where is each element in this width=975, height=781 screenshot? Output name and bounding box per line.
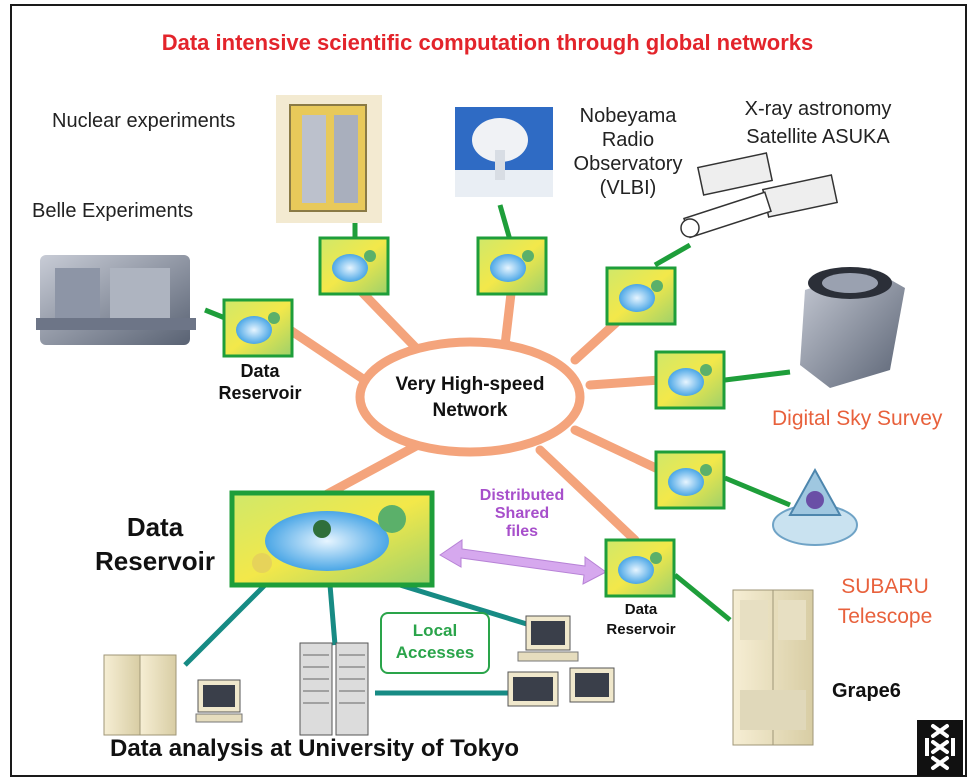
university-logo <box>917 720 963 776</box>
spoke-reservoir-right <box>535 445 640 545</box>
belle-image <box>36 255 196 345</box>
label-distributed: Distributed Shared files <box>479 487 565 540</box>
spoke-subaru <box>570 425 665 475</box>
link-grape <box>673 573 732 622</box>
label-xray: X-ray astronomy Satellite ASUKA <box>744 98 892 148</box>
thumb-nuclear <box>318 236 390 296</box>
label-nobeyama: Nobeyama Radio Observatory (VLBI) <box>573 105 683 199</box>
label-digital-sky: Digital Sky Survey <box>772 407 943 430</box>
nuclear-image <box>276 95 382 223</box>
label-local-accesses: Local Accesses <box>395 621 475 662</box>
thumb-reservoir-right <box>604 538 676 598</box>
label-reservoir-big: Data Reservoir <box>95 512 215 576</box>
reservoir-thumbs <box>222 236 726 598</box>
label-nuclear: Nuclear experiments <box>52 110 236 132</box>
link-xray <box>653 242 692 268</box>
label-reservoir-right: Data Reservoir <box>606 601 676 638</box>
servers-image <box>103 654 243 736</box>
link-subaru <box>724 475 791 508</box>
thumb-belle <box>222 298 294 358</box>
label-reservoir-small: Data Reservoir <box>218 361 302 403</box>
label-subaru: SUBARU Telescope <box>837 575 933 628</box>
local-links <box>183 582 531 696</box>
link-nobeyama <box>497 204 513 241</box>
nobeyama-image <box>455 107 553 197</box>
distributed-arrow <box>439 539 607 585</box>
local-link-pc <box>399 582 531 628</box>
spoke-reservoir-big <box>315 440 423 503</box>
local-accesses-box <box>380 612 490 674</box>
thumb-subaru <box>654 450 726 510</box>
spoke-belle <box>285 325 377 390</box>
thumb-reservoir-big <box>229 490 435 588</box>
link-belle <box>204 307 226 321</box>
slide-frame <box>10 4 967 777</box>
thumb-sky <box>654 350 726 410</box>
grape6-image <box>732 589 814 746</box>
network-label: Very High-speed Network <box>395 374 545 421</box>
xray-satellite-image <box>680 152 839 239</box>
pcs-image <box>507 615 615 707</box>
spoke-nuclear <box>350 280 423 355</box>
digital-sky-image <box>800 267 905 388</box>
label-bottom: Data analysis at University of Tokyo <box>110 735 520 762</box>
link-sky <box>724 369 791 383</box>
spoke-sky <box>585 375 665 390</box>
racks-image <box>299 642 369 736</box>
network-ellipse <box>355 337 585 457</box>
thumb-xray <box>605 266 677 326</box>
slide-title: Data intensive scientific computation th… <box>161 30 814 55</box>
label-grape6: Grape6 <box>832 680 901 702</box>
subaru-image <box>772 467 858 546</box>
local-link-racks <box>327 584 338 646</box>
local-link-servers <box>183 583 267 667</box>
thumb-nobeyama <box>476 236 548 296</box>
label-belle: Belle Experiments <box>32 200 194 222</box>
